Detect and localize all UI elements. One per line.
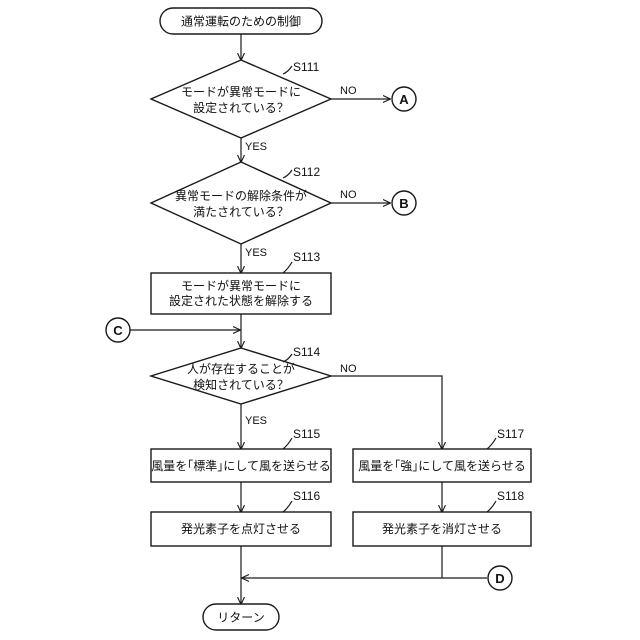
s111-step-id: S111 [293, 60, 320, 74]
s117-text: 風量を｢強｣にして風を送らせる [358, 458, 525, 473]
s113-step-id: S113 [293, 250, 320, 264]
s113-line2: 設定された状態を解除する [169, 293, 313, 308]
s116-step-id: S116 [293, 489, 320, 503]
s111-yes-label: YES [245, 141, 267, 153]
connector-a-label: A [399, 92, 409, 107]
s118-step-id: S118 [497, 489, 524, 503]
s112-no-label: NO [340, 189, 357, 201]
start-label: 通常運転のための制御 [181, 14, 301, 29]
end-label: リターン [217, 611, 264, 625]
s111-line1: モードが異常モードに [181, 84, 301, 99]
s111-no-label: NO [340, 85, 357, 97]
connector-b-label: B [399, 196, 408, 211]
s112-line2: 満たされている？ [193, 205, 289, 219]
s115-step-id: S115 [293, 427, 320, 441]
s114-step-id: S114 [293, 345, 320, 359]
s117-step-id: S117 [497, 427, 524, 441]
s112-yes-label: YES [245, 247, 267, 259]
connector-d-label: D [495, 571, 504, 586]
s111-line2: 設定されている？ [193, 100, 289, 115]
s112-line1: 異常モードの解除条件が [175, 188, 307, 203]
connector-c-label: C [113, 323, 123, 338]
s114-line2: 検知されている？ [193, 378, 289, 392]
s114-no-label: NO [340, 363, 357, 375]
s116-text: 発光素子を点灯させる [181, 522, 301, 536]
s114-line1: 人が存在することが [187, 361, 295, 376]
s113-line1: モードが異常モードに [181, 278, 301, 293]
s112-step-id: S112 [293, 165, 320, 179]
s115-text: 風量を｢標準｣にして風を送らせる [151, 458, 330, 473]
s114-yes-label: YES [245, 415, 267, 427]
s118-text: 発光素子を消灯させる [382, 522, 502, 536]
